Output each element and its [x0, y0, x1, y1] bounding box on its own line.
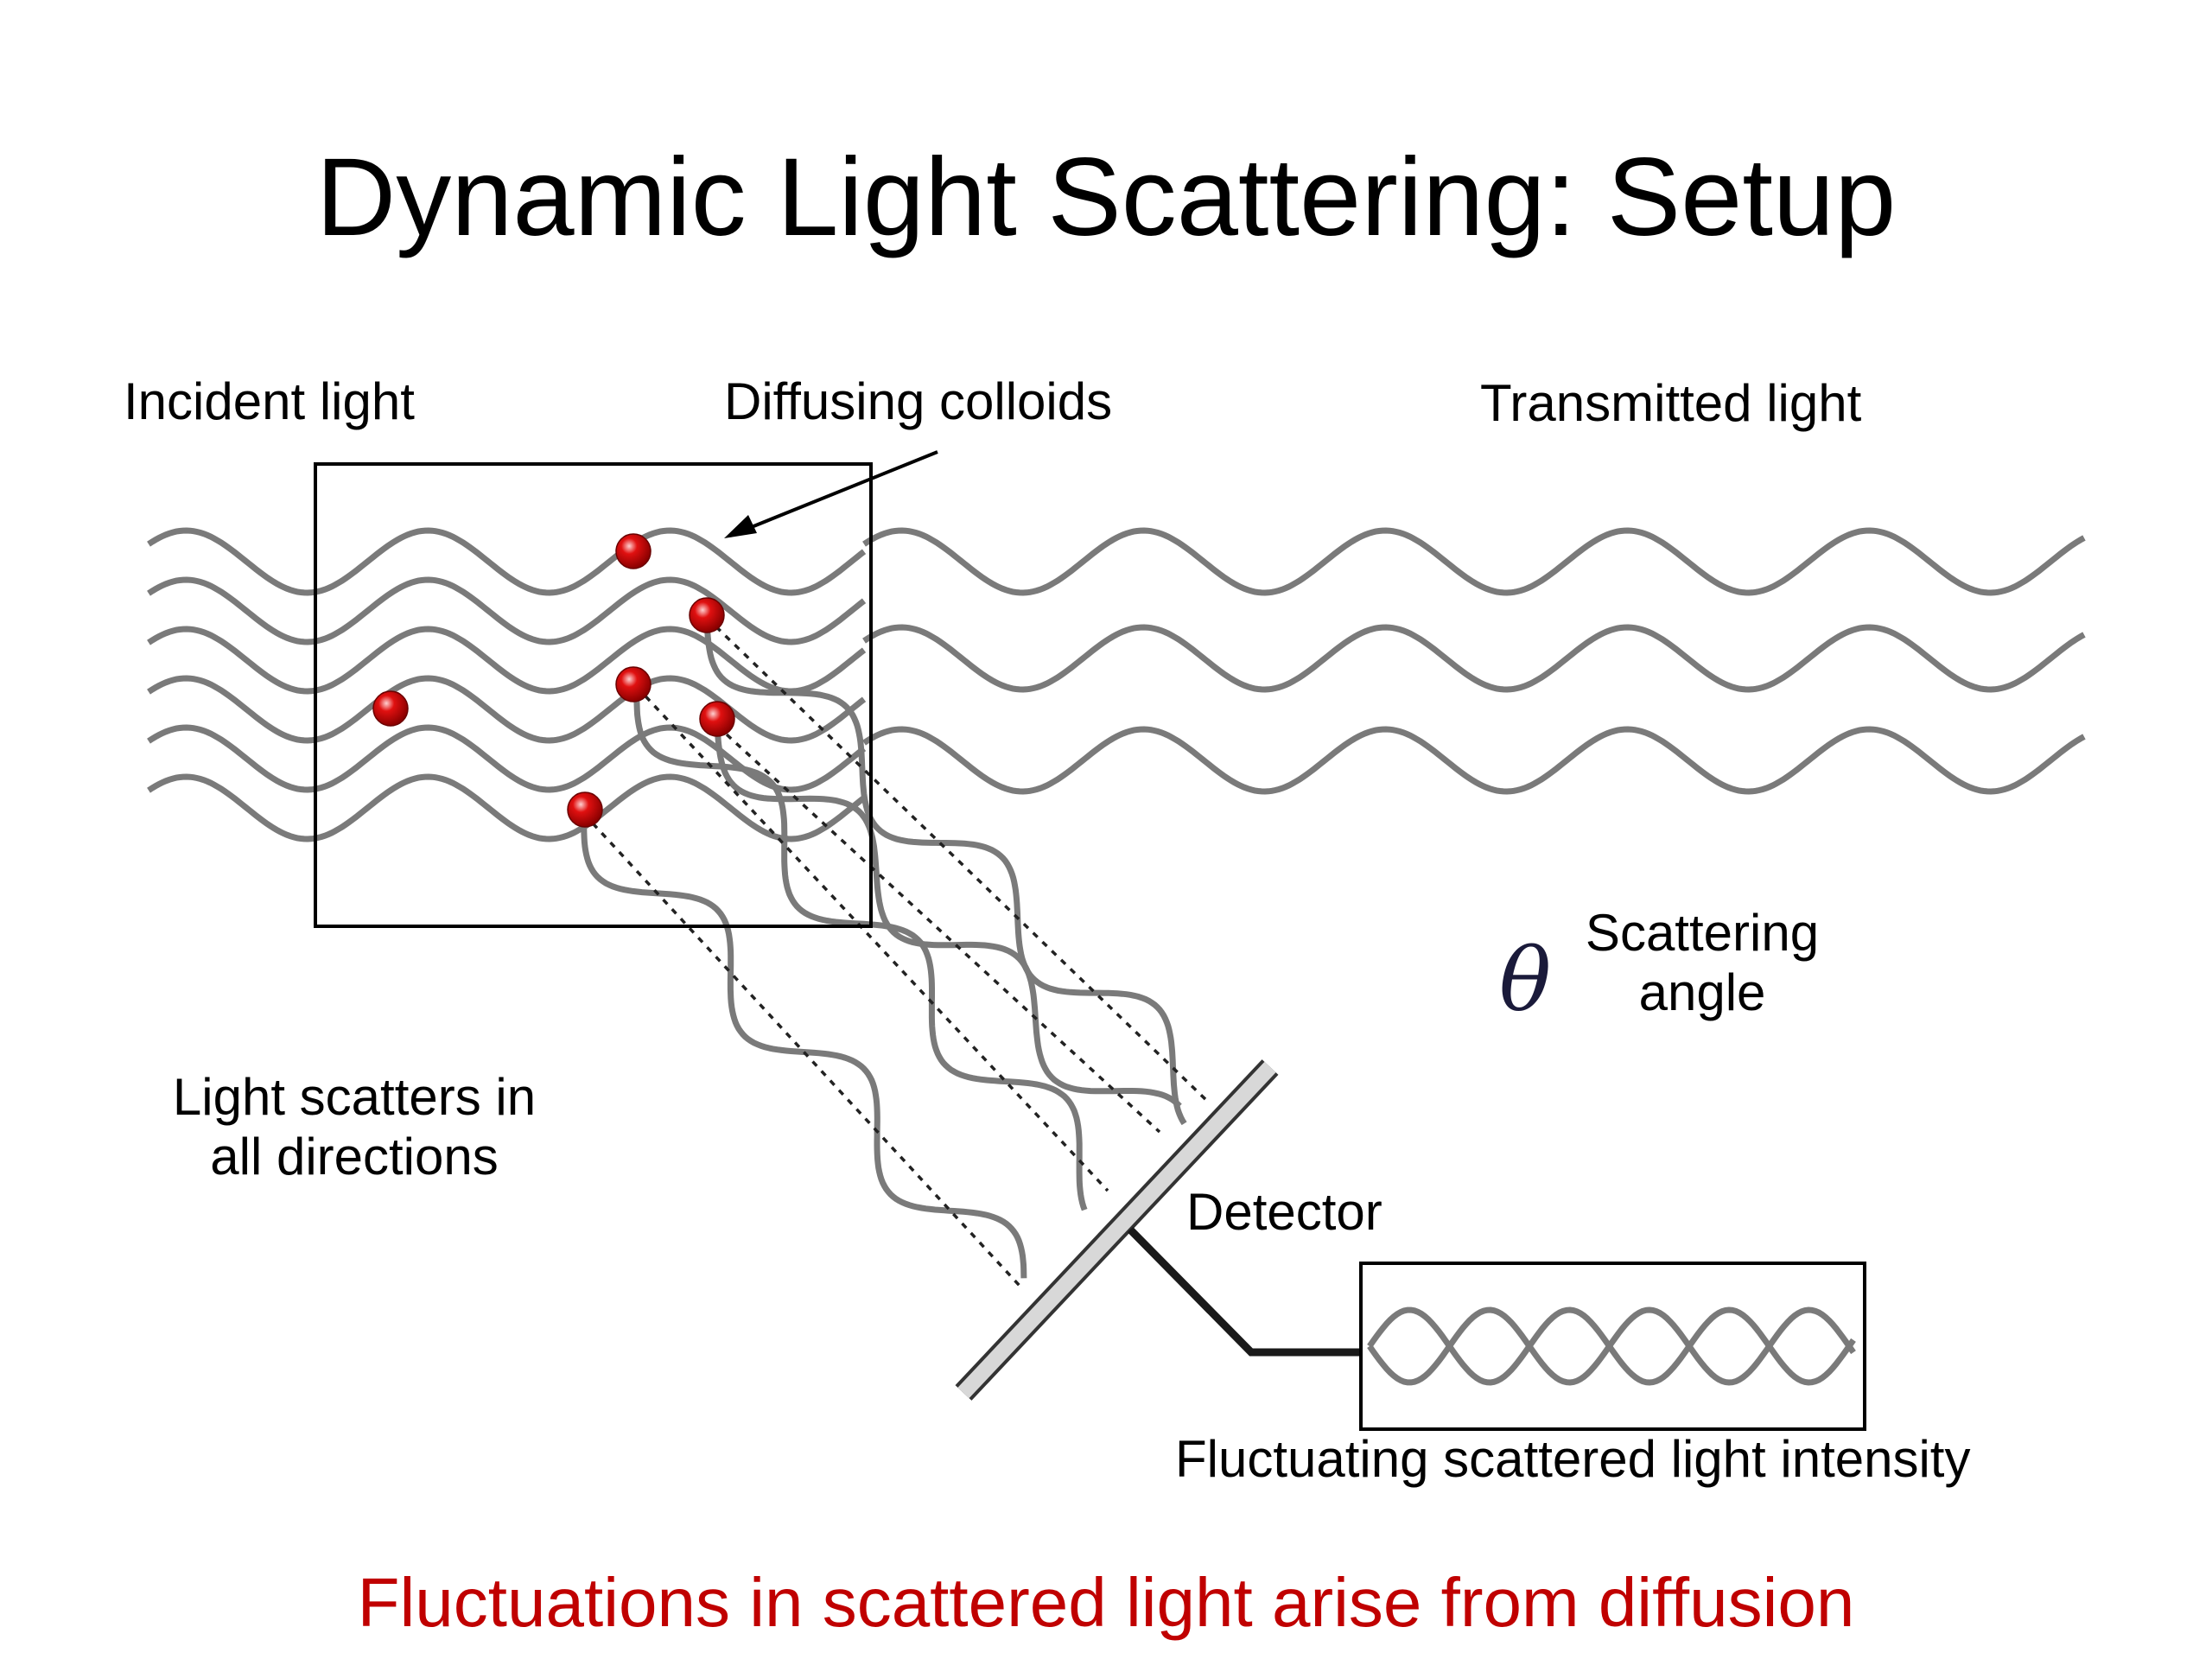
sample-cell: [314, 462, 873, 928]
scattered-ray-path: [582, 812, 1021, 1287]
colloid-particle: [615, 533, 652, 569]
scattered-waves: [581, 617, 1187, 1279]
incident-wave: [147, 724, 867, 793]
colloids-pointer-arrow: [729, 450, 938, 537]
theta-symbol: θ: [1499, 930, 1552, 1031]
incident-wave: [147, 675, 867, 744]
colloid-particle: [699, 701, 735, 737]
incident-wave: [147, 527, 867, 596]
colloid-particle: [372, 690, 409, 727]
colloid-particle: [689, 597, 725, 633]
transmitted-wave: [862, 624, 2086, 693]
light-scatters-label: Light scatters in all directions: [138, 1067, 570, 1186]
colloid-particle: [567, 791, 603, 828]
scattering-angle-line-2: angle: [1638, 963, 1766, 1021]
scattered-ray-paths: [582, 616, 1210, 1287]
transmitted-wave: [862, 527, 2086, 596]
colloid-particles: [372, 533, 735, 828]
incident-wave: [147, 626, 867, 695]
intensity-wave-b: [1367, 1306, 1856, 1386]
transmitted-light-label: Transmitted light: [1480, 374, 1862, 432]
intensity-monitor: [1359, 1262, 1866, 1431]
scattering-angle-label: Scattering angle: [1555, 903, 1849, 1022]
intensity-trace: [1367, 1306, 1856, 1386]
incident-wave: [147, 773, 867, 842]
scattered-wave: [703, 617, 1187, 1126]
diffusing-colloids-label: Diffusing colloids: [724, 372, 1113, 430]
footer-caption: Fluctuations in scattered light arise fr…: [357, 1564, 1855, 1641]
incident-light-label: Incident light: [124, 372, 415, 430]
slide-title: Dynamic Light Scattering: Setup: [315, 136, 1897, 259]
scattering-angle-line-1: Scattering: [1585, 904, 1820, 962]
detector-label: Detector: [1186, 1183, 1382, 1241]
incident-wave: [147, 576, 867, 645]
scattered-ray-path: [715, 724, 1161, 1134]
transmitted-waves: [862, 527, 2086, 795]
transmitted-wave: [862, 726, 2086, 795]
scattered-ray-path: [635, 685, 1109, 1192]
detector-plate: [957, 1061, 1276, 1399]
light-scatters-line-2: all directions: [210, 1128, 499, 1185]
light-scatters-line-1: Light scatters in: [172, 1068, 537, 1126]
incident-waves: [147, 527, 867, 842]
detector: [955, 1059, 1279, 1401]
colloid-particle: [615, 666, 652, 702]
detector-cable: [1127, 1226, 1361, 1357]
colloids-pointer-arrowhead: [724, 515, 757, 538]
intensity-label: Fluctuating scattered light intensity: [1175, 1430, 1971, 1488]
scattered-wave: [714, 725, 1182, 1109]
